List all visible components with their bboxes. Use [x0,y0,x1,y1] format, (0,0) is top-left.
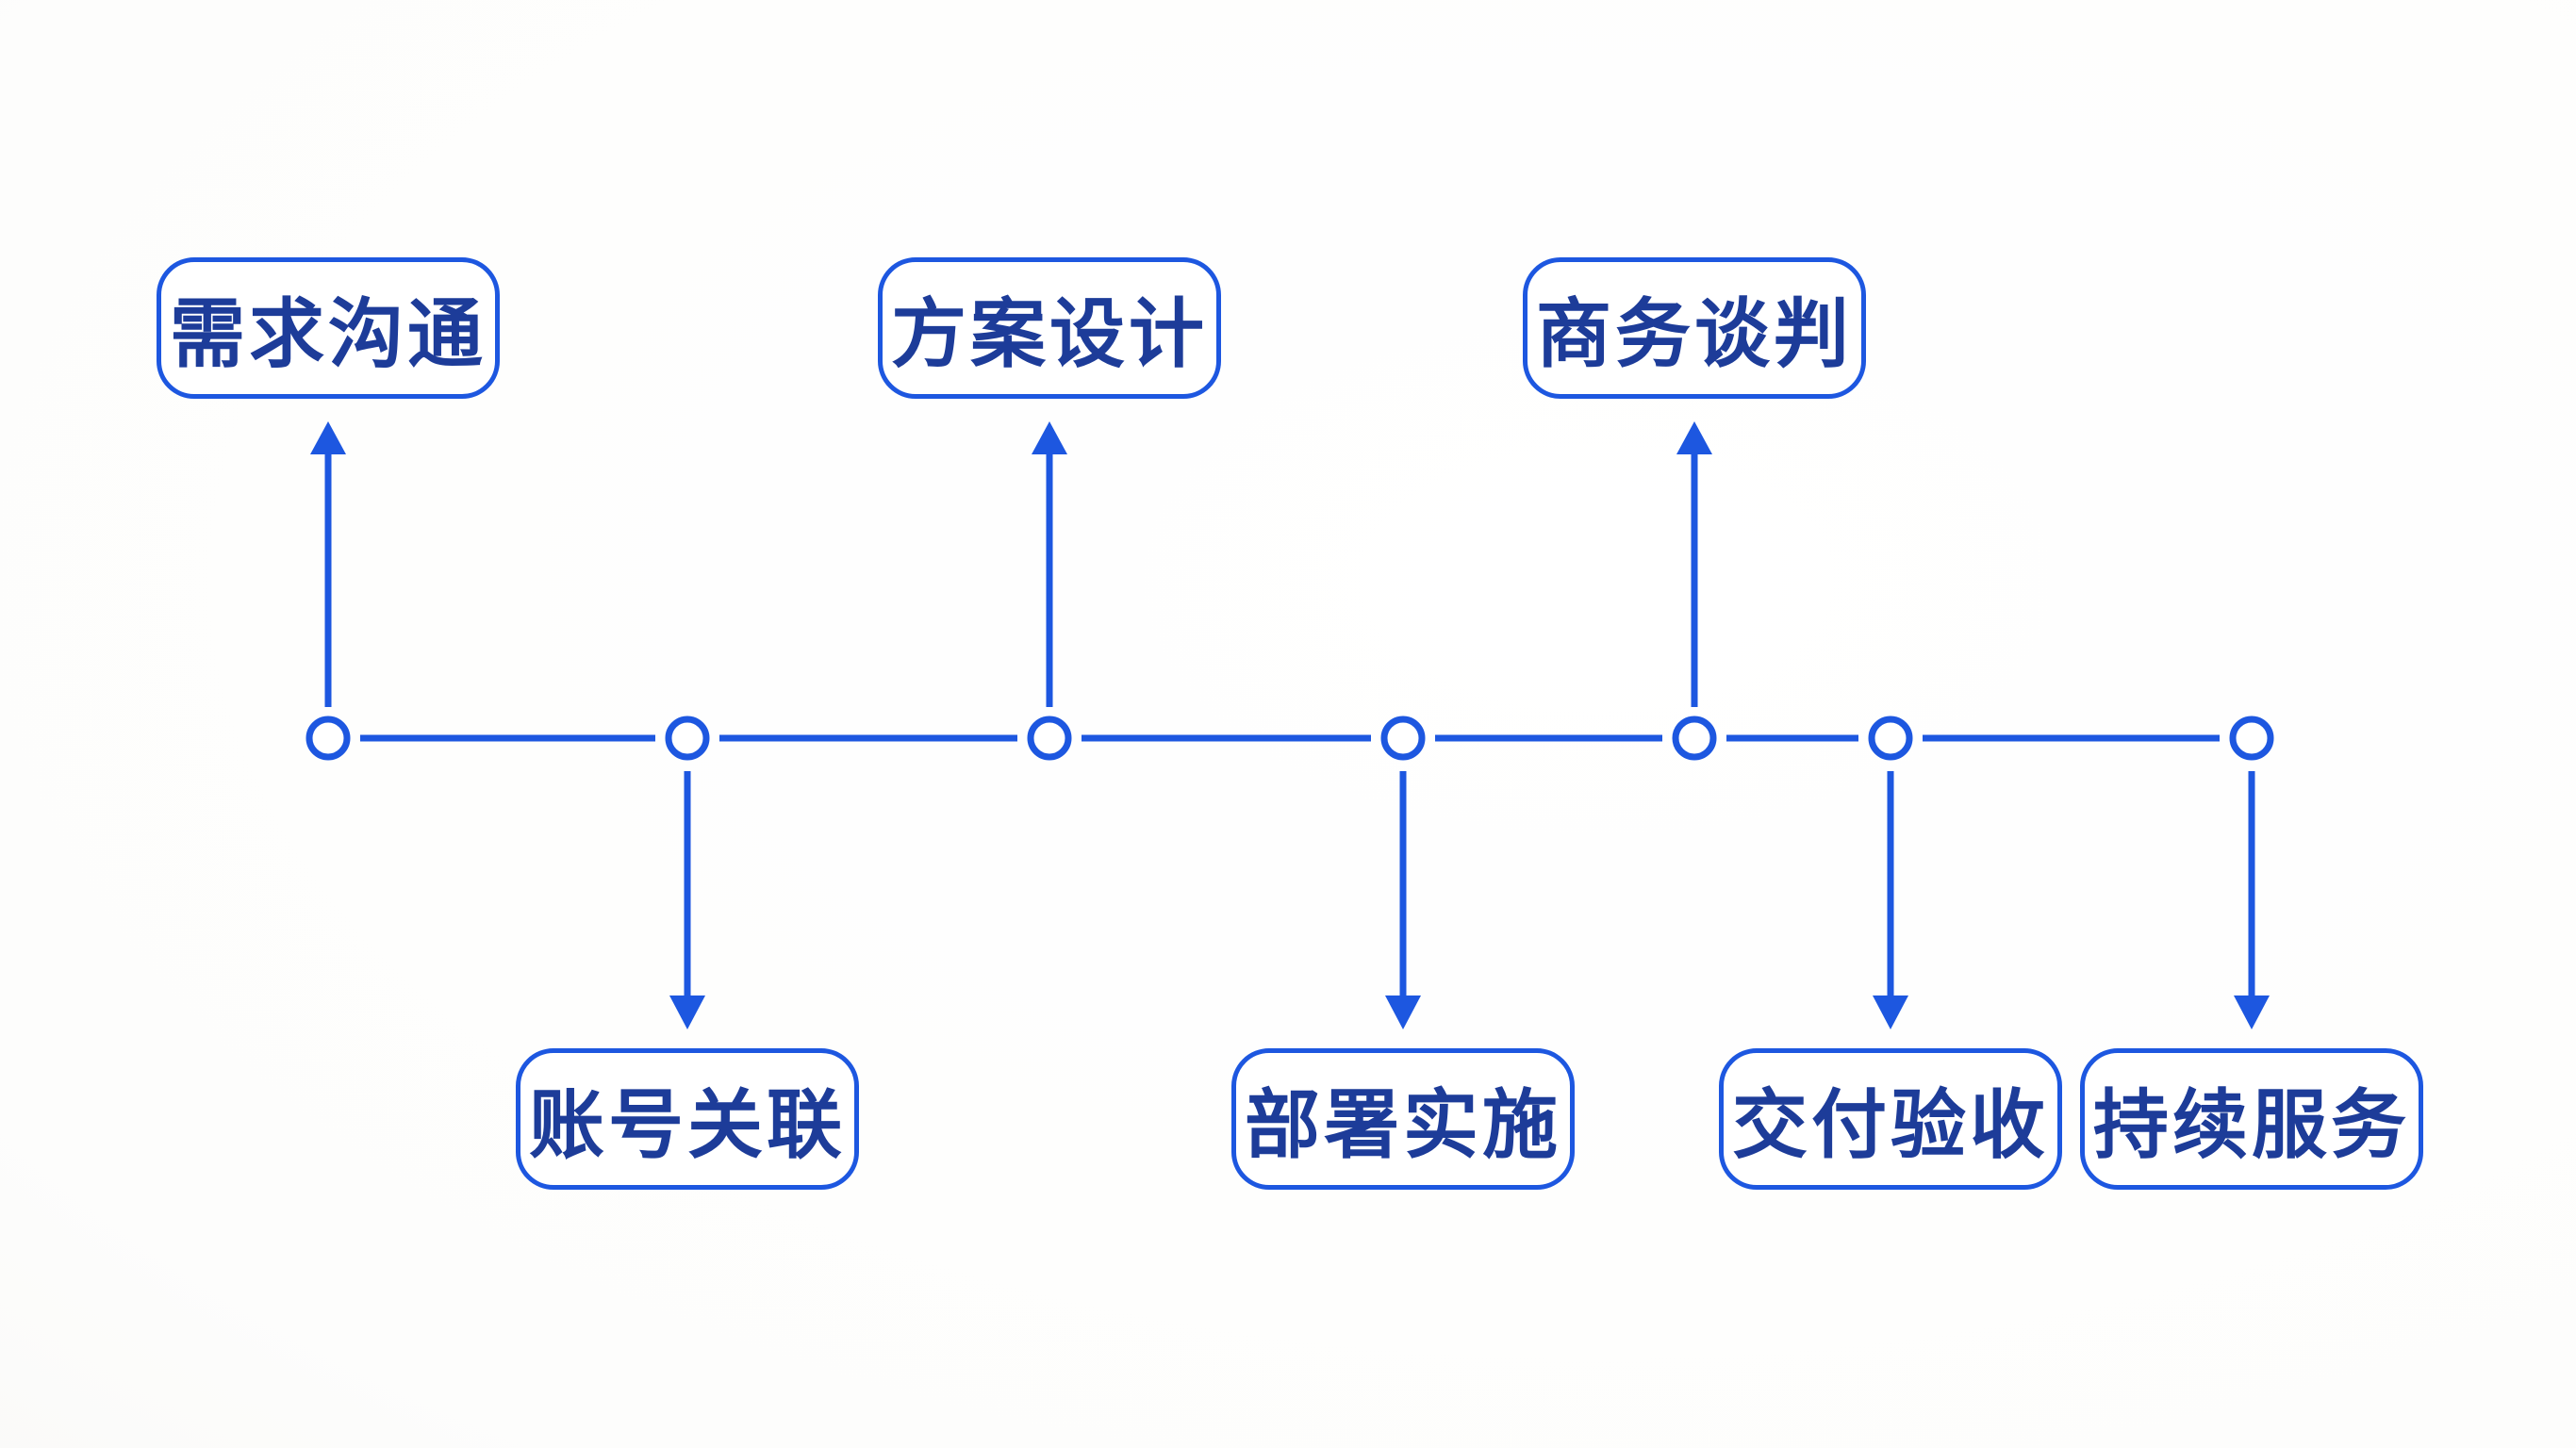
step-box: 交付验收 [1719,1048,2062,1190]
step-label: 交付验收 [1732,1083,2049,1167]
step-label: 商务谈判 [1536,292,1853,376]
step-label: 账号关联 [529,1083,846,1167]
timeline-node-icon [665,716,710,761]
step-label: 持续服务 [2093,1083,2410,1167]
arrow-down-icon [1873,996,1908,1029]
step-box: 持续服务 [2080,1048,2423,1190]
timeline-node-icon [305,716,351,761]
arrow-up-icon [310,421,346,454]
arrow-up-icon [1032,421,1067,454]
step-label: 需求沟通 [170,292,487,376]
step-label: 部署实施 [1245,1083,1561,1167]
step-box: 需求沟通 [157,257,500,399]
step-box: 账号关联 [516,1048,859,1190]
step-box: 部署实施 [1231,1048,1575,1190]
arrow-down-icon [1385,996,1421,1029]
arrow-down-icon [2234,996,2270,1029]
step-box: 商务谈判 [1523,257,1866,399]
timeline-node-icon [1868,716,1913,761]
arrow-down-icon [669,996,705,1029]
timeline-node-icon [1027,716,1072,761]
timeline-node-icon [1380,716,1426,761]
step-label: 方案设计 [891,292,1208,376]
step-box: 方案设计 [878,257,1221,399]
arrow-up-icon [1676,421,1712,454]
timeline-node-icon [2229,716,2274,761]
timeline-node-icon [1672,716,1717,761]
